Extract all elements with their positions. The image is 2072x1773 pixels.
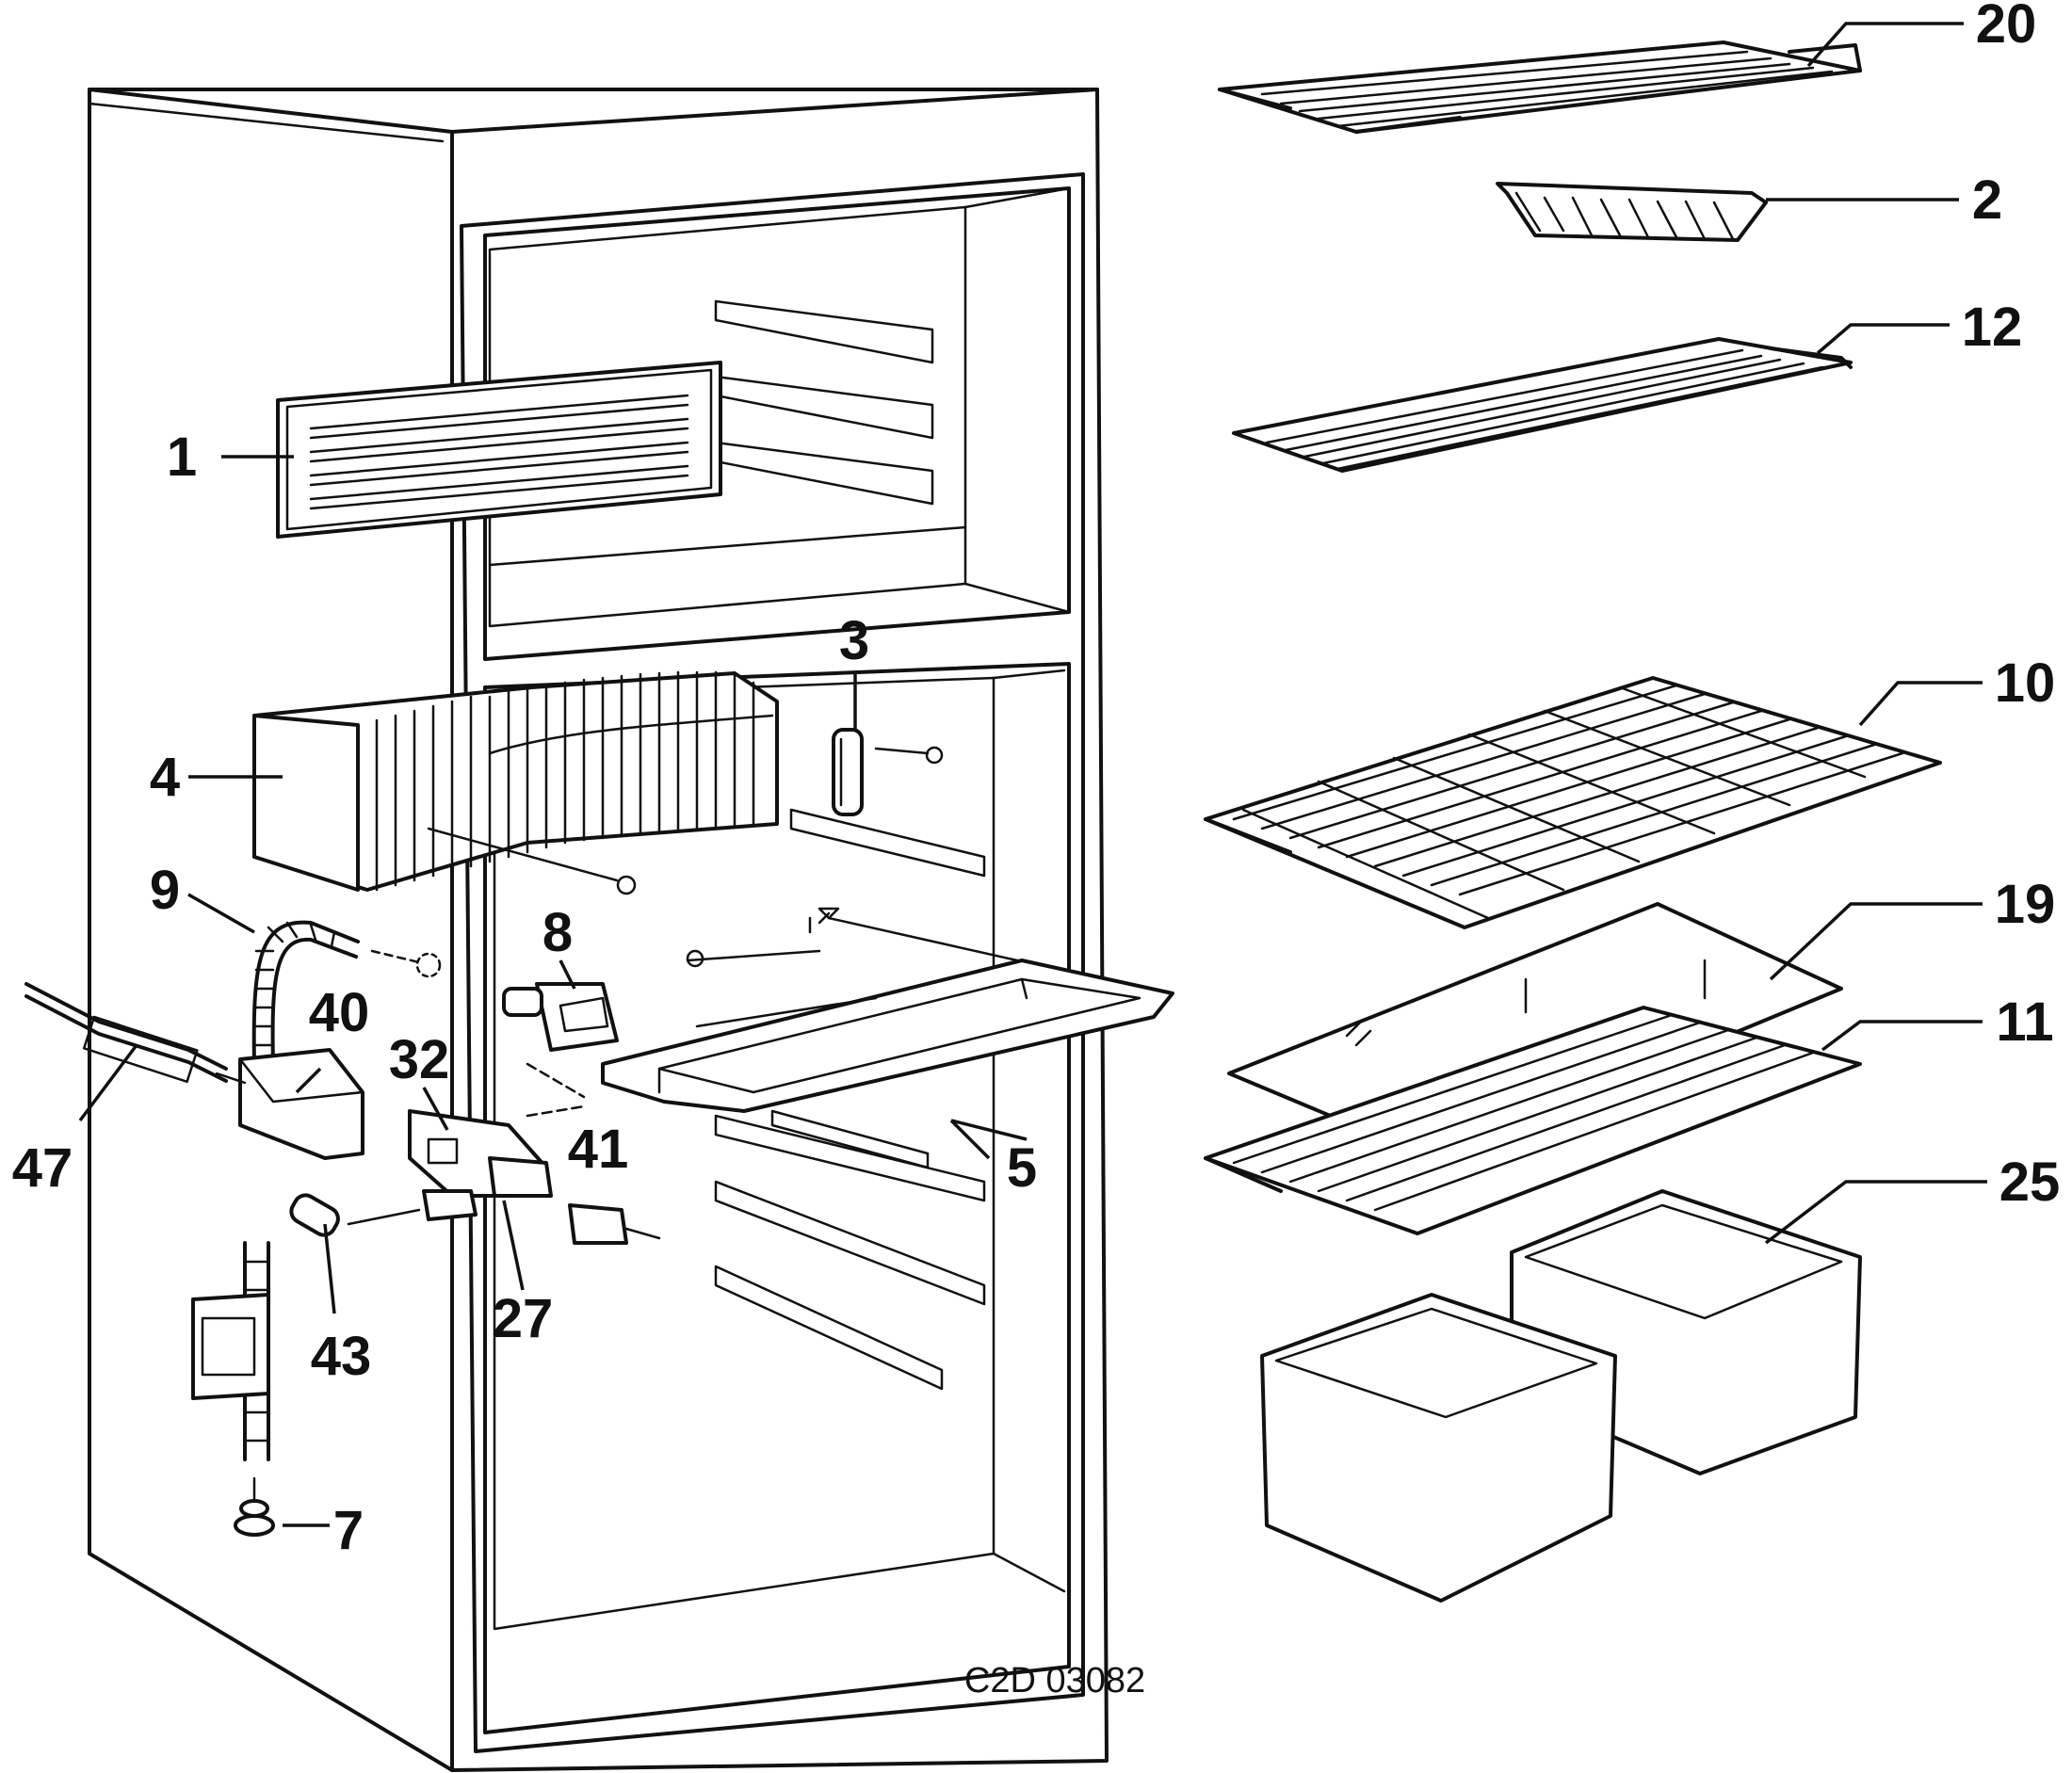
part-7-hinge-foot [191, 1241, 275, 1537]
callout-10: 10 [1995, 653, 2056, 714]
callout-7: 7 [333, 1500, 364, 1561]
part-2-ice-tray [1496, 182, 1768, 242]
callout-5: 5 [1007, 1137, 1037, 1199]
callout-25: 25 [1999, 1152, 2061, 1213]
part-32-27-thermostat-switch [408, 1062, 586, 1221]
figure-code: C2D 03082 [964, 1661, 1145, 1700]
callout-3: 3 [839, 610, 869, 671]
callout-41: 41 [568, 1119, 629, 1180]
screw [427, 827, 637, 895]
callout-20: 20 [1976, 0, 2037, 55]
part-1-evaporator-plate [276, 361, 722, 539]
part-41-connector [568, 1203, 661, 1245]
callout-9: 9 [150, 860, 180, 921]
callout-2: 2 [1972, 169, 2002, 231]
part-25-crisper-drawers [1260, 1189, 1862, 1603]
callout-40: 40 [309, 982, 370, 1043]
callout-19: 19 [1995, 874, 2056, 935]
callout-1: 1 [167, 427, 197, 488]
part-9-drain-hose [251, 920, 442, 1066]
callout-43: 43 [311, 1326, 372, 1387]
part-10-wire-shelf [1204, 676, 1942, 929]
part-47-cable [24, 982, 228, 1084]
callout-32: 32 [389, 1029, 450, 1090]
callout-12: 12 [1962, 297, 2023, 358]
callout-11: 11 [1996, 991, 2053, 1053]
part-3-lamp-cover [832, 728, 944, 816]
callout-27: 27 [493, 1288, 554, 1349]
part-5-thermostat-housing [601, 907, 1174, 1113]
part-11-wire-shelf [1204, 1006, 1862, 1235]
part-20-wire-shelf [1218, 40, 1862, 134]
callout-labels: 1 3 4 9 8 5 40 32 41 47 27 43 7 20 2 12 … [12, 0, 2061, 1561]
part-40-connector-block [215, 1048, 364, 1160]
callout-47: 47 [12, 1137, 73, 1199]
leader-lines [78, 22, 1987, 1527]
part-4-finned-evaporator [252, 670, 779, 892]
part-8-lamp-holder [502, 982, 619, 1052]
part-12-wire-shelf [1232, 337, 1853, 473]
callout-8: 8 [542, 902, 573, 963]
callout-4: 4 [150, 747, 180, 808]
